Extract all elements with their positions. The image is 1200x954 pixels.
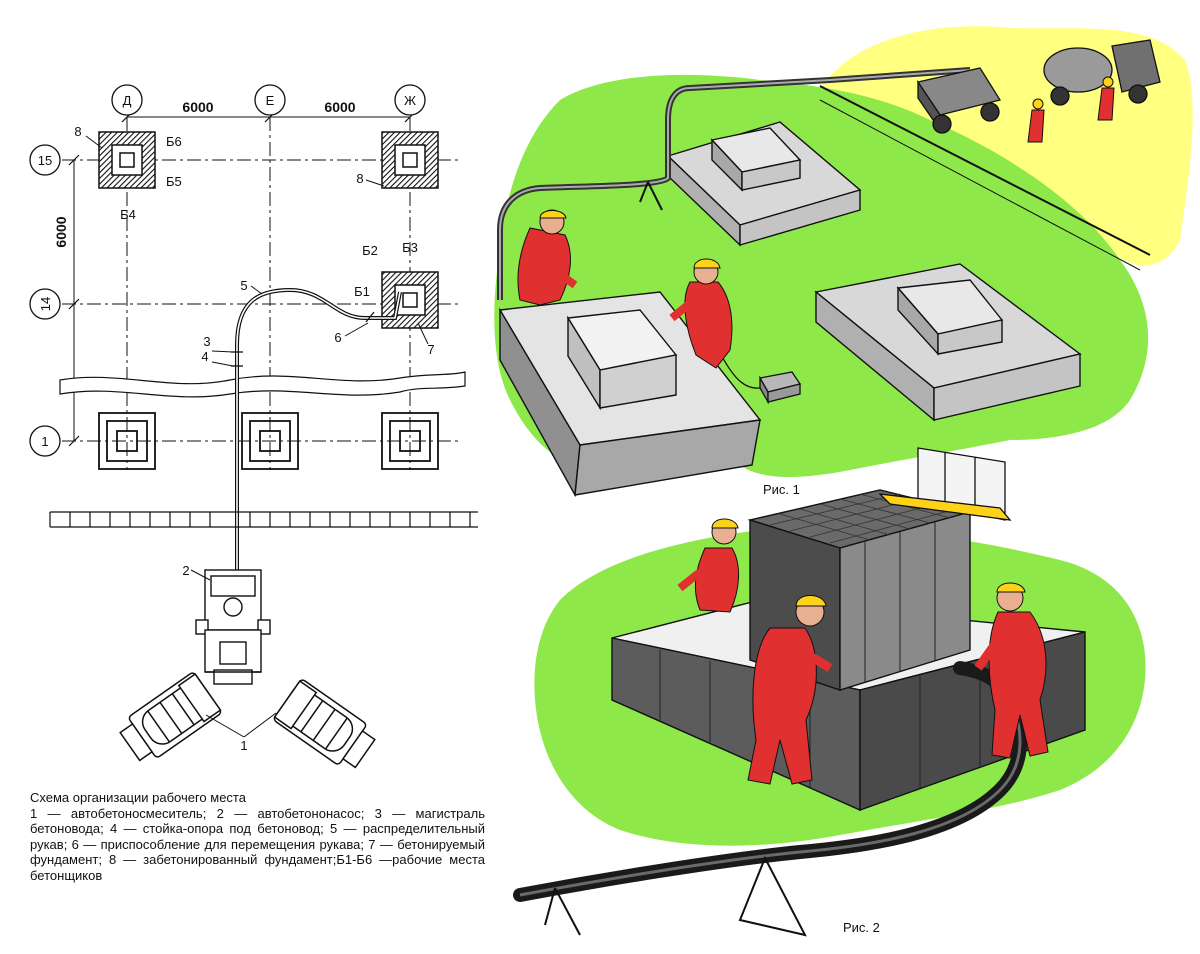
axis-bubble-14: 14 <box>29 288 61 320</box>
concrete-mixer-truck-right <box>273 679 376 769</box>
callout-1: 1 <box>240 738 247 753</box>
break-line <box>59 371 466 398</box>
workplace-b1: Б1 <box>354 284 370 299</box>
foundation-outline-d1 <box>98 412 156 470</box>
dimension-left: 6000 <box>53 216 69 247</box>
workplace-b4: Б4 <box>120 207 136 222</box>
svg-text:15: 15 <box>38 153 52 168</box>
callout-8-left: 8 <box>74 124 81 139</box>
vibrator-unit <box>717 349 802 405</box>
foundation-outline-zh1 <box>381 412 439 470</box>
callout-3: 3 <box>203 334 210 349</box>
callout-2: 2 <box>182 563 189 578</box>
worker-fig1-truck <box>1027 76 1115 143</box>
svg-text:14: 14 <box>38 297 53 311</box>
dimension-top-right: 6000 <box>324 99 355 115</box>
callout-8-right: 8 <box>356 171 363 186</box>
svg-text:Д: Д <box>123 93 132 108</box>
figure-2-label: Рис. 2 <box>843 920 880 935</box>
callout-7: 7 <box>427 342 434 357</box>
concreted-foundation-right <box>814 263 1082 422</box>
svg-text:Е: Е <box>266 93 275 108</box>
foundation-concreted-zh15 <box>381 131 439 189</box>
concrete-mixer-truck-left <box>119 672 222 762</box>
pipeline-stand-fig1 <box>639 181 663 211</box>
workplace-b5: Б5 <box>166 174 182 189</box>
caption-title: Схема организации рабочего места <box>30 790 246 805</box>
axis-bubble-1: 1 <box>29 425 61 457</box>
scheme-caption: Схема организации рабочего места 1 — авт… <box>30 790 485 883</box>
figure-1-label: Рис. 1 <box>763 482 800 497</box>
foundation-outline-e1 <box>241 412 299 470</box>
callout-4: 4 <box>201 349 208 364</box>
workplace-b3: Б3 <box>402 240 418 255</box>
foundation-being-concreted-zh14 <box>381 271 439 329</box>
callout-6: 6 <box>334 330 341 345</box>
axis-bubble-15: 15 <box>29 144 61 176</box>
axis-bubble-d: Д <box>111 84 143 116</box>
worker-fig2-right <box>974 582 1049 759</box>
worker-fig1-left <box>517 209 578 306</box>
concrete-mixer-truck-fig1 <box>1043 39 1161 106</box>
concrete-pump-truck-fig1 <box>916 67 1002 134</box>
concreted-foundation-back <box>666 121 862 247</box>
concrete-pump-truck <box>195 569 271 685</box>
pipeline-support <box>231 311 375 367</box>
worker-fig1-right <box>669 258 733 369</box>
figure-2-illustration <box>513 447 1146 937</box>
svg-text:1: 1 <box>41 434 48 449</box>
workplace-b6: Б6 <box>166 134 182 149</box>
figure-1-illustration <box>494 26 1193 498</box>
safety-shield-fig2 <box>878 447 1012 521</box>
dimension-top-left: 6000 <box>182 99 213 115</box>
formwork-front-fig1 <box>498 291 762 498</box>
svg-text:Ж: Ж <box>404 93 416 108</box>
callout-5: 5 <box>240 278 247 293</box>
hose-stand-fig2 <box>544 855 807 937</box>
workplace-b2: Б2 <box>362 243 378 258</box>
worker-fig2-left <box>677 518 740 613</box>
leader-lines <box>85 135 429 738</box>
foundation-concreted-d15 <box>98 131 156 189</box>
axis-bubble-zh: Ж <box>394 84 426 116</box>
caption-legend: 1 — автобетоносмеситель; 2 — автобетонон… <box>30 805 485 883</box>
site-boundary-strip <box>49 511 478 528</box>
worker-fig2-center <box>747 595 833 785</box>
axis-bubble-e: Е <box>254 84 286 116</box>
